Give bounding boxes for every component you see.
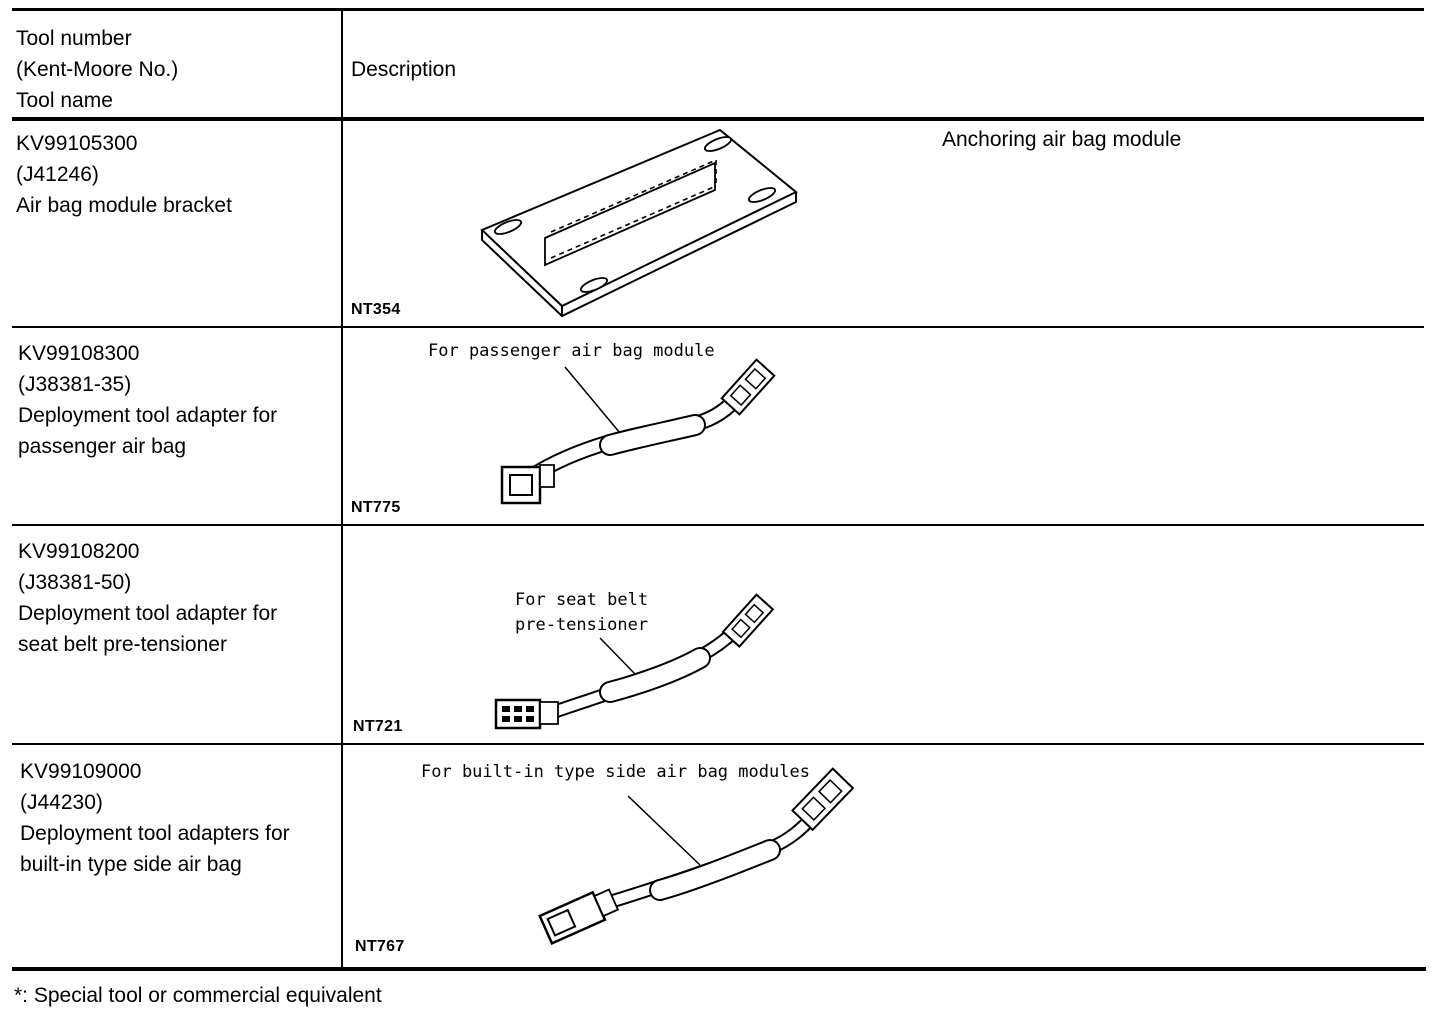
row-divider <box>12 743 1424 745</box>
column-divider <box>341 10 343 969</box>
header-tool-column: Tool number (Kent-Moore No.) Tool name <box>16 23 178 116</box>
kent-moore-number: (J44230) <box>20 791 103 814</box>
figure-code: NT721 <box>353 718 403 735</box>
tool-name: built-in type side air bag <box>20 853 242 876</box>
tool-number: KV99105300 <box>16 132 138 155</box>
figure-callout: For passenger air bag module <box>428 339 715 364</box>
tool-cell: KV99108300 (J38381-35) Deployment tool a… <box>18 338 277 462</box>
tool-name: Deployment tool adapters for <box>20 822 290 845</box>
figure-callout: For seat belt pre-tensioner <box>515 588 648 638</box>
callout-line: pre-tensioner <box>515 615 649 635</box>
kent-moore-number: (J38381-35) <box>18 373 132 396</box>
tool-name: Air bag module bracket <box>16 194 232 217</box>
kent-moore-number: (J41246) <box>16 163 99 186</box>
header-description: Description <box>351 58 457 81</box>
tool-number: KV99108200 <box>18 540 140 563</box>
table-bottom-rule <box>12 967 1426 971</box>
header-label: Tool number <box>16 27 132 50</box>
figure-code: NT354 <box>351 301 401 318</box>
row-divider <box>12 326 1424 328</box>
figure-callout: For built-in type side air bag modules <box>421 760 810 785</box>
bracket-plate-icon <box>470 120 810 320</box>
callout-line: For seat belt <box>515 590 649 610</box>
tool-name: passenger air bag <box>18 435 187 458</box>
header-label: Tool name <box>16 89 113 112</box>
harness-adapter-icon <box>490 345 790 525</box>
header-bottom-rule <box>12 117 1424 121</box>
callout-line: For built-in type side air bag modules <box>421 762 810 782</box>
header-label: (Kent-Moore No.) <box>16 58 179 81</box>
figure-code: NT767 <box>355 938 405 955</box>
table-top-rule <box>12 8 1424 11</box>
tool-description: Anchoring air bag module <box>942 128 1182 151</box>
figure-code: NT775 <box>351 499 401 516</box>
tool-cell: KV99105300 (J41246) Air bag module brack… <box>16 128 232 221</box>
tool-name: seat belt pre-tensioner <box>18 633 227 656</box>
harness-adapter-icon <box>490 596 790 741</box>
tool-cell: KV99109000 (J44230) Deployment tool adap… <box>20 756 290 880</box>
callout-line: For passenger air bag module <box>428 341 715 361</box>
tool-cell: KV99108200 (J38381-50) Deployment tool a… <box>18 536 277 660</box>
tool-name: Deployment tool adapter for <box>18 404 278 427</box>
kent-moore-number: (J38381-50) <box>18 571 132 594</box>
row-divider <box>12 524 1424 526</box>
footnote: *: Special tool or commercial equivalent <box>14 984 382 1007</box>
harness-adapter-icon <box>530 770 870 955</box>
tool-number: KV99108300 <box>18 342 140 365</box>
tool-number: KV99109000 <box>20 760 142 783</box>
tool-name: Deployment tool adapter for <box>18 602 278 625</box>
